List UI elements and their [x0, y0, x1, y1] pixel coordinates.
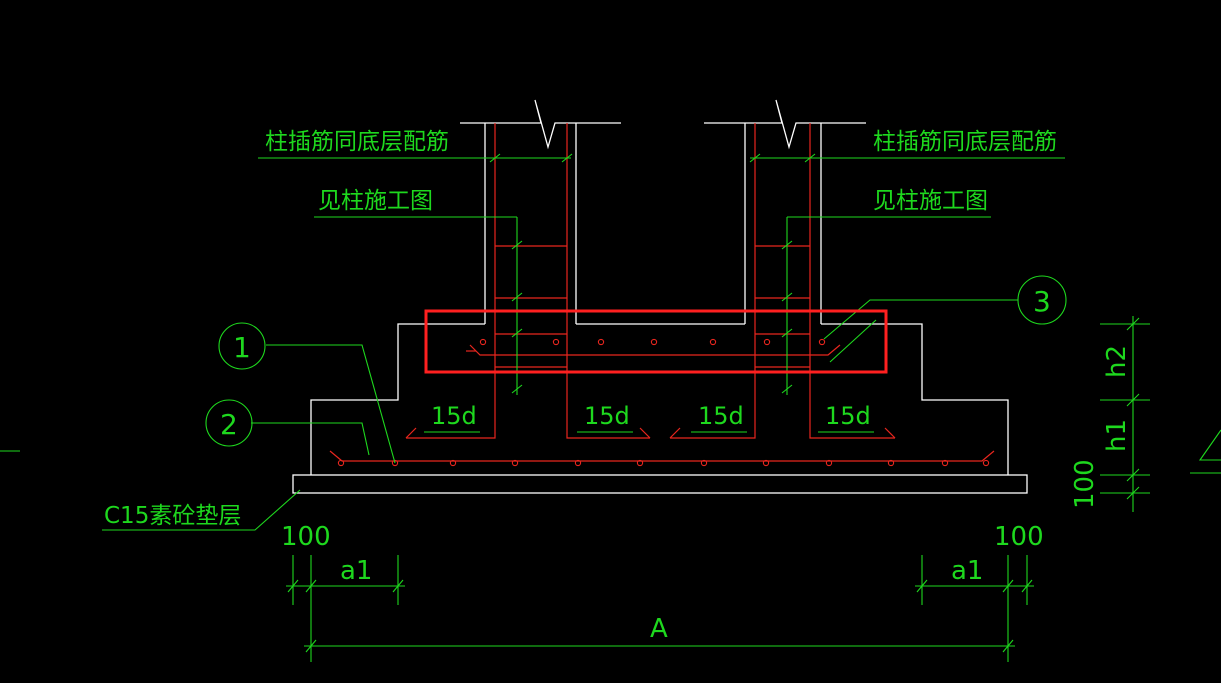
concrete-outline [292, 99, 1028, 494]
anchorage-label: 15d [431, 402, 477, 430]
label-see-column-right: 见柱施工图 [873, 188, 988, 214]
dim-a1-left: a1 [340, 556, 372, 586]
callout-circles [205, 275, 1067, 447]
reinforcement [329, 123, 995, 462]
callout-number: 1 [233, 331, 251, 364]
label-column-dowel-right: 柱插筋同底层配筋 [873, 129, 1057, 155]
rebar-dots-top [479, 338, 826, 346]
callout-number: 3 [1033, 285, 1051, 318]
dim-h2: h2 [1102, 345, 1132, 378]
label-cushion-layer: C15素砼垫层 [104, 503, 241, 529]
dim-width: A [650, 614, 668, 644]
anchorage-label: 15d [698, 402, 744, 430]
dim-h1: h1 [1102, 419, 1132, 452]
callout-number: 2 [220, 408, 238, 441]
dim-cushion-thickness: 100 [1070, 459, 1100, 509]
dimension-lines [0, 316, 1221, 662]
dim-a1-right: a1 [951, 556, 983, 586]
label-see-column-left: 见柱施工图 [318, 188, 433, 214]
dim-offset-right: 100 [994, 522, 1044, 552]
rebar-dots-bottom [337, 459, 990, 467]
anchorage-label: 15d [584, 402, 630, 430]
leader-lines [102, 153, 1065, 531]
anchorage-label: 15d [825, 402, 871, 430]
highlight-box [424, 309, 888, 374]
dim-offset-left: 100 [281, 522, 331, 552]
label-column-dowel-left: 柱插筋同底层配筋 [265, 129, 449, 155]
